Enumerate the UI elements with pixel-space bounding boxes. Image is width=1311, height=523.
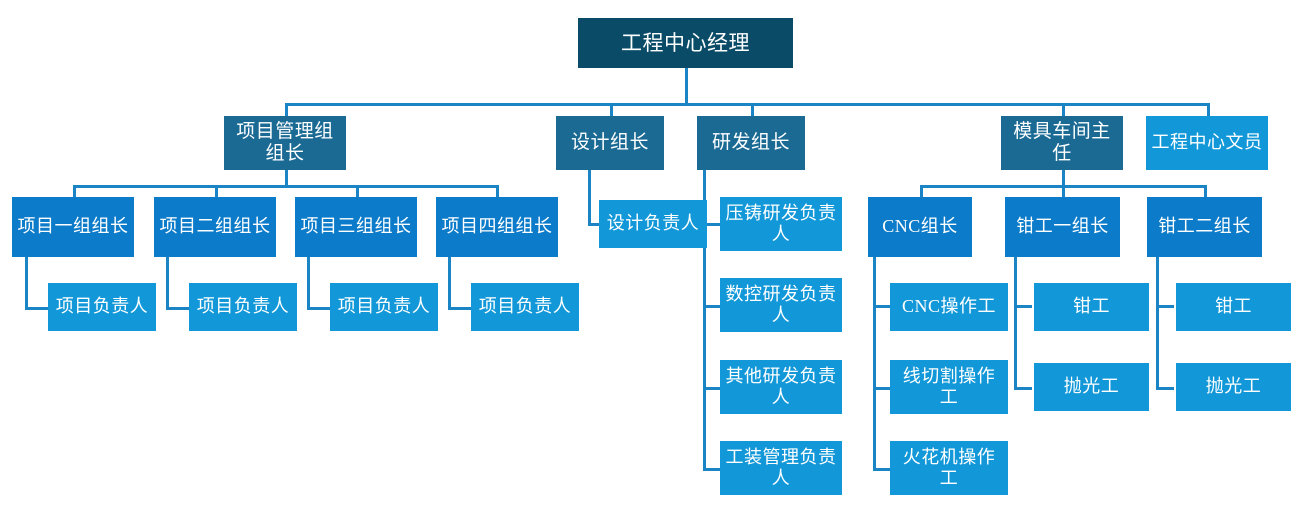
node-rd-diecast[interactable]: 压铸研发负责人 [720, 197, 842, 251]
node-root[interactable]: 工程中心经理 [578, 18, 793, 68]
connector-drop-group4 [496, 185, 499, 197]
connector-rd-trunk [703, 170, 706, 470]
node-rd-cnc[interactable]: 数控研发负责人 [720, 278, 842, 332]
node-rd-lead[interactable]: 研发组长 [697, 116, 805, 170]
connector-drop-cnc-lead [920, 185, 923, 197]
connector-group3-owner-h [307, 307, 331, 310]
connector-group3-owner-v [307, 257, 310, 310]
connector-drop-design-lead [610, 103, 613, 116]
node-cnc-operator[interactable]: CNC操作工 [890, 283, 1008, 331]
connector-fitter1-stub-a [1014, 305, 1032, 308]
connector-design-owner-h [588, 223, 600, 226]
node-rd-other[interactable]: 其他研发负责人 [720, 360, 842, 414]
connector-fitter2-stub-a [1156, 305, 1174, 308]
node-center-clerk[interactable]: 工程中心文员 [1146, 116, 1268, 170]
node-owner3[interactable]: 项目负责人 [330, 283, 438, 331]
connector-root-stem [685, 68, 688, 104]
connector-drop-center-clerk [1207, 103, 1210, 116]
connector-group4-owner-v [448, 257, 451, 310]
connector-level2-bus [285, 103, 1210, 106]
connector-mold-stem [1062, 170, 1065, 186]
node-design-lead[interactable]: 设计组长 [556, 116, 664, 170]
connector-group4-owner-h [448, 307, 472, 310]
connector-group2-owner-h [166, 307, 190, 310]
connector-rd-stub-tooling [703, 468, 721, 471]
node-project-mgmt[interactable]: 项目管理组组长 [224, 116, 346, 170]
node-group2[interactable]: 项目二组组长 [154, 197, 276, 257]
node-design-owner[interactable]: 设计负责人 [599, 200, 707, 248]
node-owner2[interactable]: 项目负责人 [189, 283, 297, 331]
connector-project-mgmt-stem [285, 170, 288, 186]
node-mold-director[interactable]: 模具车间主任 [1001, 116, 1123, 170]
node-fitter2[interactable]: 钳工 [1176, 283, 1291, 331]
node-rd-tooling[interactable]: 工装管理负责人 [720, 441, 842, 495]
connector-fitter1-stub-b [1014, 387, 1032, 390]
connector-cnc-stub-wirecut [873, 387, 891, 390]
connector-fitter2-stub-b [1156, 387, 1174, 390]
connector-cnc-stub-edm [873, 468, 891, 471]
connector-drop-project-mgmt [285, 103, 288, 116]
connector-cnc-trunk [873, 257, 876, 470]
node-wirecut-operator[interactable]: 线切割操作工 [890, 360, 1008, 414]
node-owner4[interactable]: 项目负责人 [471, 283, 579, 331]
node-group3[interactable]: 项目三组组长 [295, 197, 417, 257]
node-cnc-lead[interactable]: CNC组长 [868, 197, 972, 257]
connector-design-owner-v [588, 170, 591, 226]
connector-group1-owner-v [25, 257, 28, 310]
connector-project-groups-bus [73, 185, 498, 188]
connector-drop-rd-lead [751, 103, 754, 116]
node-fitter1[interactable]: 钳工 [1034, 283, 1149, 331]
connector-rd-stub-cnc [703, 305, 721, 308]
connector-group1-owner-h [25, 307, 49, 310]
connector-rd-stub-diecast [703, 223, 721, 226]
node-polisher2[interactable]: 抛光工 [1176, 363, 1291, 411]
node-fitter2-lead[interactable]: 钳工二组长 [1147, 197, 1262, 257]
connector-fitter2-trunk [1156, 257, 1159, 389]
connector-drop-group2 [215, 185, 218, 197]
connector-drop-group1 [73, 185, 76, 197]
connector-drop-group3 [356, 185, 359, 197]
node-fitter1-lead[interactable]: 钳工一组长 [1005, 197, 1120, 257]
connector-fitter1-trunk [1014, 257, 1017, 389]
node-group4[interactable]: 项目四组组长 [436, 197, 558, 257]
node-group1[interactable]: 项目一组组长 [12, 197, 134, 257]
connector-group2-owner-v [166, 257, 169, 310]
connector-cnc-stub-operator [873, 305, 891, 308]
connector-drop-fitter1-lead [1062, 185, 1065, 197]
node-polisher1[interactable]: 抛光工 [1034, 363, 1149, 411]
connector-drop-fitter2-lead [1204, 185, 1207, 197]
connector-drop-mold-director [1062, 103, 1065, 116]
node-owner1[interactable]: 项目负责人 [48, 283, 156, 331]
node-edm-operator[interactable]: 火花机操作工 [890, 441, 1008, 495]
connector-rd-stub-other [703, 387, 721, 390]
